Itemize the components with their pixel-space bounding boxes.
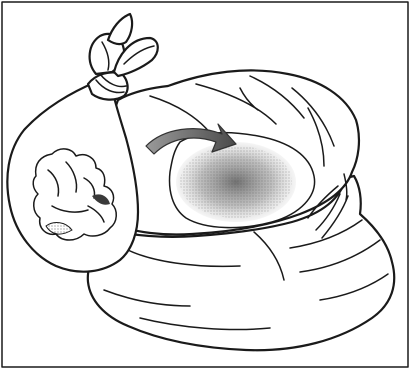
knot-ear-top	[108, 14, 132, 44]
stippled-dots	[180, 146, 292, 218]
